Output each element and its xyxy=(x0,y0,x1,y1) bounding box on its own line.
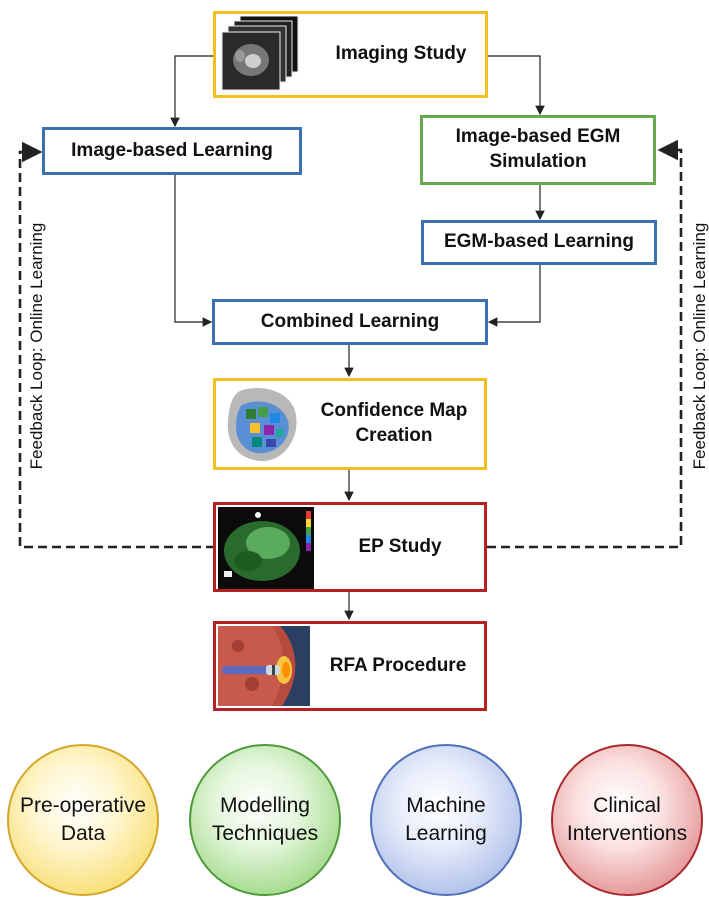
feedback-loop-left-label: Feedback Loop: Online Learning xyxy=(27,222,46,470)
circle-machine-line2: Learning xyxy=(405,822,487,845)
ep-study-box: EP Study xyxy=(213,502,487,592)
confidence-map-box: Confidence Map Creation xyxy=(213,378,487,470)
circle-machine-line1: Machine xyxy=(406,793,486,817)
heart-confidence-map-thumbnail xyxy=(222,385,302,465)
circle-clinical-interventions: Clinical Interventions xyxy=(551,744,703,896)
mri-stack-thumbnail xyxy=(220,16,300,93)
imaging-study-box: Imaging Study xyxy=(213,11,488,98)
image-based-learning-box: Image-based Learning xyxy=(42,127,302,175)
circle-machine-learning-text: Machine Learning xyxy=(405,792,487,849)
imaging-study-label: Imaging Study xyxy=(335,43,467,65)
circle-modelling-techniques-text: Modelling Techniques xyxy=(212,792,318,849)
circle-modelling-line1: Modelling xyxy=(220,793,310,817)
feedback-loop-right-label: Feedback Loop: Online Learning xyxy=(690,222,709,470)
egm-simulation-box: Image-based EGM Simulation xyxy=(420,115,656,185)
circle-pre-operative-data-text: Pre-operative Data xyxy=(20,792,146,849)
egm-simulation-label-line1: Image-based EGM xyxy=(455,126,621,148)
egm-based-learning-box: EGM-based Learning xyxy=(421,220,657,265)
circle-machine-learning: Machine Learning xyxy=(370,744,522,896)
feedback-loop-right xyxy=(487,139,683,549)
circle-pre-operative-data: Pre-operative Data xyxy=(7,744,159,896)
image-based-learning-label: Image-based Learning xyxy=(71,139,273,161)
combined-learning-label: Combined Learning xyxy=(260,310,440,332)
circle-clinical-line2: Interventions xyxy=(566,822,688,845)
circle-pre-operative-line2: Data xyxy=(60,822,106,845)
egm-simulation-label-line2: Simulation xyxy=(489,151,587,172)
rfa-procedure-label: RFA Procedure xyxy=(329,654,467,676)
rfa-catheter-thumbnail xyxy=(218,626,310,706)
confidence-map-label: Confidence Map Creation xyxy=(306,381,482,467)
confidence-map-label-line2: Creation xyxy=(355,425,433,446)
arrow-imaging-to-egm-sim xyxy=(487,55,545,116)
circle-clinical-interventions-text: Clinical Interventions xyxy=(567,792,687,849)
circle-modelling-line2: Techniques xyxy=(211,822,319,845)
confidence-map-label-line1: Confidence Map xyxy=(320,400,468,422)
ep-study-label: EP Study xyxy=(358,535,442,557)
arrow-image-learning-to-combined xyxy=(174,174,213,327)
circle-modelling-techniques: Modelling Techniques xyxy=(189,744,341,896)
arrow-imaging-to-image-learning xyxy=(170,55,215,128)
arrow-egm-learning-to-combined xyxy=(487,264,541,327)
circle-pre-operative-line1: Pre-operative xyxy=(19,793,147,817)
combined-learning-box: Combined Learning xyxy=(212,299,488,345)
rfa-procedure-box: RFA Procedure xyxy=(213,621,487,711)
ep-mapping-thumbnail xyxy=(218,507,314,589)
feedback-loop-left xyxy=(18,141,215,549)
egm-based-learning-label: EGM-based Learning xyxy=(443,231,635,253)
circle-clinical-line1: Clinical xyxy=(593,793,661,817)
egm-simulation-label: Image-based EGM Simulation xyxy=(423,118,653,182)
